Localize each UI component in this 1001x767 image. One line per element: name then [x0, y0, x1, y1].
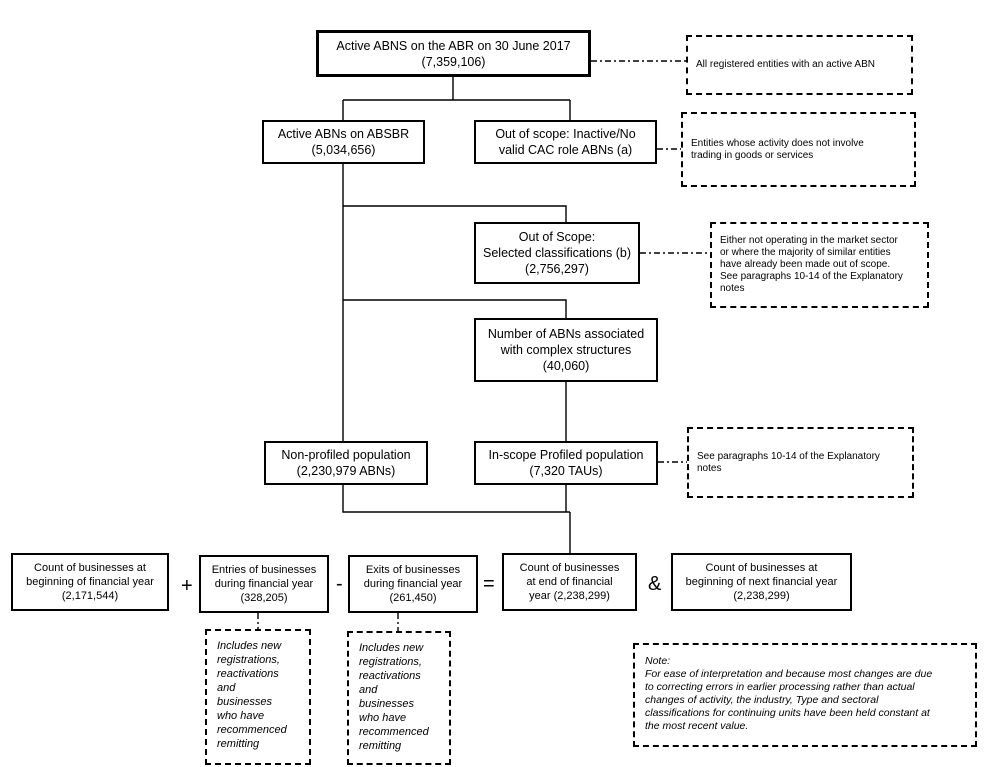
note-line: reactivations: [359, 670, 421, 682]
node-active-abns-abr: Active ABNS on the ABR on 30 June 2017 (…: [316, 30, 591, 77]
note-line: the most recent value.: [645, 720, 749, 732]
note-line: recommenced: [217, 724, 287, 736]
equals-operator: =: [483, 573, 495, 595]
note-line: See paragraphs 10-14 of the Explanatory: [697, 450, 880, 462]
node-value: (328,205): [240, 592, 288, 604]
node-entries: Entries of businesses during financial y…: [199, 555, 329, 613]
node-title: Number of ABNs associated: [487, 327, 645, 341]
note-line: classifications for continuing units hav…: [645, 707, 930, 719]
node-out-of-scope-inactive: Out of scope: Inactive/No valid CAC role…: [474, 120, 657, 164]
node-title: In-scope Profiled population: [488, 448, 644, 462]
note-line: businesses: [217, 696, 273, 708]
note-line: recommenced: [359, 726, 429, 738]
node-subtitle: at end of financial: [526, 576, 613, 588]
note-registered-entities: All registered entities with an active A…: [686, 35, 913, 95]
note-line: and: [359, 684, 378, 696]
note-market-sector: Either not operating in the market secto…: [710, 222, 929, 308]
ampersand-operator: &: [648, 573, 662, 595]
node-subtitle: during financial year: [214, 578, 314, 590]
note-line: who have: [217, 710, 265, 722]
node-count-end: Count of businesses at end of financial …: [502, 553, 637, 611]
node-active-abns-absbr: Active ABNs on ABSBR (5,034,656): [262, 120, 425, 164]
node-subtitle: during financial year: [363, 578, 463, 590]
node-subtitle: beginning of next financial year: [685, 576, 838, 588]
note-heading: Note:: [645, 655, 671, 667]
note-line: remitting: [217, 738, 260, 750]
note-line: See paragraphs 10-14 of the Explanatory: [720, 271, 903, 282]
node-value: (40,060): [542, 359, 590, 373]
note-line: trading in goods or services: [691, 149, 814, 161]
node-in-scope-profiled: In-scope Profiled population (7,320 TAUs…: [474, 441, 658, 485]
note-line: notes: [697, 462, 722, 474]
note-line: who have: [359, 712, 407, 724]
note-line: changes of activity, the industry, Type …: [645, 694, 879, 706]
node-title: Out of scope: Inactive/No: [495, 127, 636, 141]
note-line: Entities whose activity does not involve: [691, 137, 864, 149]
note-line: All registered entities with an active A…: [696, 59, 875, 70]
note-line: have already been made out of scope.: [720, 259, 891, 270]
node-title: Active ABNS on the ABR on 30 June 2017: [336, 38, 571, 53]
node-subtitle: beginning of financial year: [26, 576, 154, 588]
node-title: Count of businesses: [519, 562, 620, 574]
node-title: Count of businesses at: [34, 562, 146, 574]
node-subtitle: Selected classifications (b): [483, 246, 631, 260]
node-value: (2,230,979 ABNs): [296, 464, 396, 478]
minus-operator: -: [336, 573, 343, 595]
node-title: Active ABNs on ABSBR: [277, 127, 410, 141]
note-explanatory: See paragraphs 10-14 of the Explanatory …: [687, 427, 914, 498]
note-line: Either not operating in the market secto…: [720, 235, 898, 246]
node-subtitle: with complex structures: [500, 343, 632, 357]
note-line: remitting: [359, 740, 402, 752]
note-line: registrations,: [359, 656, 422, 668]
note-line: businesses: [359, 698, 415, 710]
note-line: to correcting errors in earlier processi…: [645, 681, 915, 693]
note-line: reactivations: [217, 668, 279, 680]
node-value: (261,450): [389, 592, 437, 604]
node-value: (5,034,656): [311, 143, 376, 157]
node-value: (7,359,106): [421, 54, 486, 69]
note-main: Note: For ease of interpretation and bec…: [633, 643, 977, 747]
node-title: Non-profiled population: [281, 448, 411, 462]
node-value: year (2,238,299): [529, 590, 610, 602]
node-count-next: Count of businesses at beginning of next…: [671, 553, 852, 611]
note-line: notes: [720, 283, 745, 294]
node-non-profiled-population: Non-profiled population (2,230,979 ABNs): [264, 441, 428, 485]
plus-operator: +: [181, 575, 193, 597]
node-value: (7,320 TAUs): [529, 464, 603, 478]
note-line: Includes new: [217, 640, 282, 652]
node-title: Entries of businesses: [211, 564, 317, 576]
node-exits: Exits of businesses during financial yea…: [348, 555, 478, 613]
node-title: Count of businesses at: [705, 562, 818, 574]
node-value: (2,756,297): [525, 262, 589, 276]
note-line: and: [217, 682, 236, 694]
node-value: (2,238,299): [733, 590, 790, 602]
node-value: (2,171,544): [61, 590, 119, 602]
node-out-of-scope-selected: Out of Scope: Selected classifications (…: [474, 222, 640, 284]
note-line: Includes new: [359, 642, 424, 654]
note-line: or where the majority of similar entitie…: [720, 247, 891, 258]
node-value: valid CAC role ABNs (a): [498, 143, 633, 157]
note-line: For ease of interpretation and because m…: [645, 668, 933, 680]
node-complex-structures: Number of ABNs associated with complex s…: [474, 318, 658, 382]
note-line: registrations,: [217, 654, 280, 666]
node-count-beginning: Count of businesses at beginning of fina…: [11, 553, 169, 611]
note-no-trading: Entities whose activity does not involve…: [681, 112, 916, 187]
node-title: Out of Scope:: [518, 230, 596, 244]
note-exits-includes: Includes new registrations, reactivation…: [347, 631, 451, 765]
node-title: Exits of businesses: [365, 564, 461, 576]
note-entries-includes: Includes new registrations, reactivation…: [205, 629, 311, 765]
